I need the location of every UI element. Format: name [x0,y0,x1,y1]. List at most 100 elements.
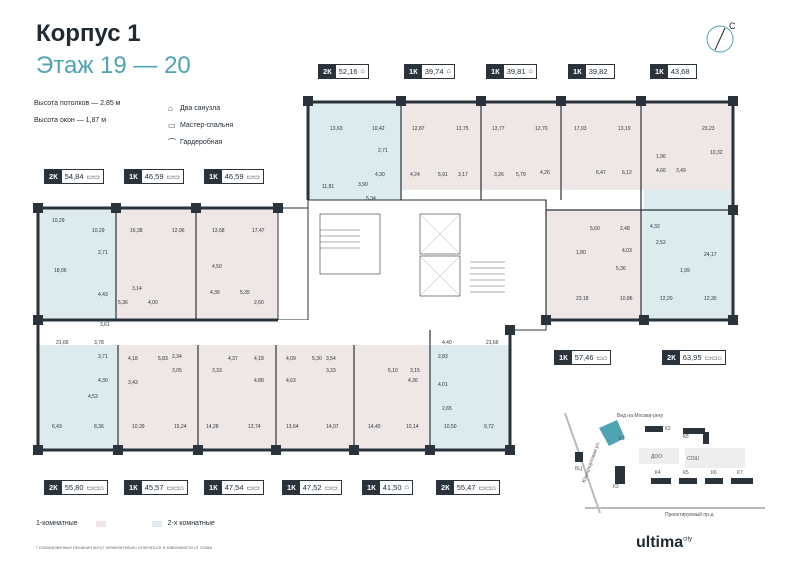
room-area: 4,36 [408,378,418,384]
apt-top-1[interactable] [308,102,401,200]
svg-text:К8: К8 [683,434,689,440]
room-area: 5,60 [590,226,600,232]
room-area: 10,29 [52,218,65,224]
swatch-two-room [151,520,162,527]
apt-right-1[interactable] [546,210,644,320]
room-area: 13,19 [618,126,631,132]
room-area: 9,72 [484,424,494,430]
apt-top-4[interactable] [561,102,641,190]
room-area: 5,34 [366,196,376,202]
apt-bottom-1[interactable] [38,330,118,450]
room-area: 4,88 [254,378,264,384]
room-area: 4,18 [254,356,264,362]
room-area: 23,23 [702,126,715,132]
room-area: 4,36 [210,290,220,296]
svg-text:К5: К5 [683,470,689,476]
room-area: 10,86 [620,296,633,302]
svg-text:К4: К4 [655,470,661,476]
svg-text:ДОО: ДОО [651,454,662,460]
view-label: Вид на Москва-реку [617,413,664,419]
room-area: 2,83 [438,354,448,360]
svg-text:К3: К3 [613,484,619,490]
apt-bottom-4[interactable] [276,345,354,450]
apt-top-5[interactable] [641,102,733,190]
room-area: 3,49 [676,168,686,174]
room-area: 3,33 [326,368,336,374]
room-area: 1,80 [576,250,586,256]
room-area: 5,36 [118,300,128,306]
apt-top-2[interactable] [401,102,481,190]
room-area: 2,71 [98,250,108,256]
wardrobe-icon: ⌂ [446,68,451,75]
apt-left-2[interactable] [116,208,196,320]
room-area: 4,26 [540,170,550,176]
room-area: 4,32 [650,224,660,230]
room-area: 21,66 [486,340,499,346]
room-area: 17,03 [574,126,587,132]
room-area: 10,50 [444,424,457,430]
apt-bottom-6[interactable] [430,330,510,450]
apt-right-2[interactable] [644,190,733,320]
room-area: 5,10 [388,368,398,374]
site-map: Вид на Москва-реку Южнопортовая ул. Прое… [564,412,765,518]
room-area: 2,71 [378,148,388,154]
ceiling-height: Высота потолков — 2,85 м [34,100,121,107]
room-area: 4,53 [88,394,98,400]
window-height: Высота окон — 1,87 м [34,117,107,124]
color-key: 1-комнатные 2-х комнатные [36,520,215,527]
room-area: 12,87 [412,126,425,132]
room-area: 3,78 [94,340,104,346]
room-area: 4,03 [622,248,632,254]
swatch-one-room [95,520,106,527]
room-area: 16,38 [130,228,143,234]
svg-text:К1: К1 [619,436,625,442]
master-bedroom-icon: ▭▭ [86,173,100,181]
room-area: 10,39 [132,424,145,430]
master-bedroom-icon: ▭▭ [246,173,260,181]
room-area: 2,34 [172,354,182,360]
svg-text:К7: К7 [737,470,743,476]
apt-top-3[interactable] [481,102,561,190]
room-area: 13,63 [330,126,343,132]
apt-left-1[interactable] [38,208,116,320]
room-area: 4,63 [286,378,296,384]
legend-icons: ⌂Два санузла ▭Мастер-спальня ⌒Гардеробна… [168,104,234,147]
room-area: 2,60 [254,300,264,306]
wardrobe-icon: ⌂ [360,68,365,75]
master-bedroom-icon: ▭ [168,121,176,130]
room-area: 12,20 [660,296,673,302]
apt-left-3[interactable] [196,208,278,320]
logo: ultimacity [636,534,693,551]
apt-bottom-3[interactable] [198,345,276,450]
svg-text:БЦ: БЦ [575,466,582,472]
room-area: 5,36 [616,266,626,272]
room-area: 3,54 [326,356,336,362]
room-area: 4,66 [656,168,666,174]
apt-bottom-2[interactable] [118,345,198,450]
room-area: 5,79 [516,172,526,178]
room-area: 21,66 [56,340,69,346]
room-area: 13,68 [212,228,225,234]
room-area: 13,75 [456,126,469,132]
room-area: 1,99 [680,268,690,274]
apt-bottom-5[interactable] [354,345,430,450]
wardrobe-icon: ⌒ [168,138,176,147]
room-area: 15,24 [174,424,187,430]
footnote: * планировочные решения могут незначител… [36,545,213,550]
